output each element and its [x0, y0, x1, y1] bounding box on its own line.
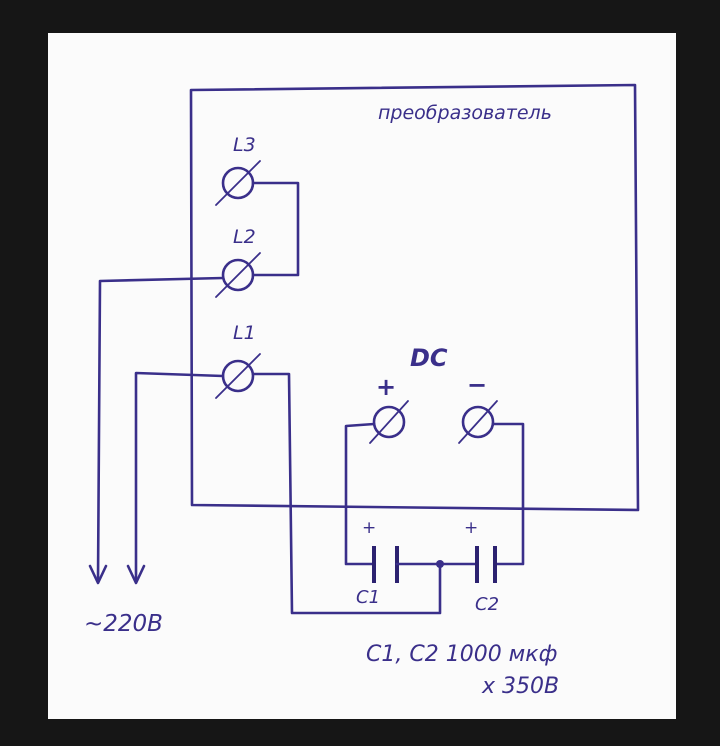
arrow-down-icon	[88, 564, 108, 585]
terminal-l3-label: L3	[233, 134, 256, 156]
capacitor-c2	[475, 546, 497, 583]
dc-minus-wire	[491, 422, 525, 566]
mains-voltage-label: ~220B	[84, 611, 163, 637]
l1-to-midpoint-wire	[251, 372, 442, 615]
dc-label: DC	[410, 344, 448, 372]
paper-sheet: преобразователь L3 L2 L1	[48, 33, 676, 719]
arrow-down-icon	[126, 564, 146, 585]
mains-wire-l2	[96, 276, 225, 583]
terminal-l2-label: L2	[233, 226, 256, 248]
converter-label: преобразователь	[378, 102, 552, 124]
capacitor-spec-line2: x 350B	[481, 674, 559, 699]
dc-minus-sign: −	[467, 371, 487, 399]
c2-plus-sign: +	[464, 518, 478, 538]
c1-label: C1	[356, 587, 380, 608]
mains-wire-l1	[134, 371, 225, 583]
converter-box	[189, 83, 640, 512]
l3-l2-jumper-wire	[251, 181, 300, 277]
c2-label: C2	[475, 594, 499, 615]
junction-dot	[436, 560, 444, 568]
c1-plus-sign: +	[362, 518, 376, 538]
capacitor-spec-line1: C1, C2 1000 мкф	[366, 642, 557, 667]
paper-background	[48, 33, 676, 719]
dc-minus-terminal	[458, 400, 498, 444]
dc-plus-wire	[344, 422, 376, 566]
terminal-l1-label: L1	[233, 322, 256, 344]
dc-plus-sign: +	[376, 373, 396, 401]
dc-plus-terminal	[369, 400, 409, 444]
circuit-diagram: преобразователь L3 L2 L1	[48, 33, 676, 719]
